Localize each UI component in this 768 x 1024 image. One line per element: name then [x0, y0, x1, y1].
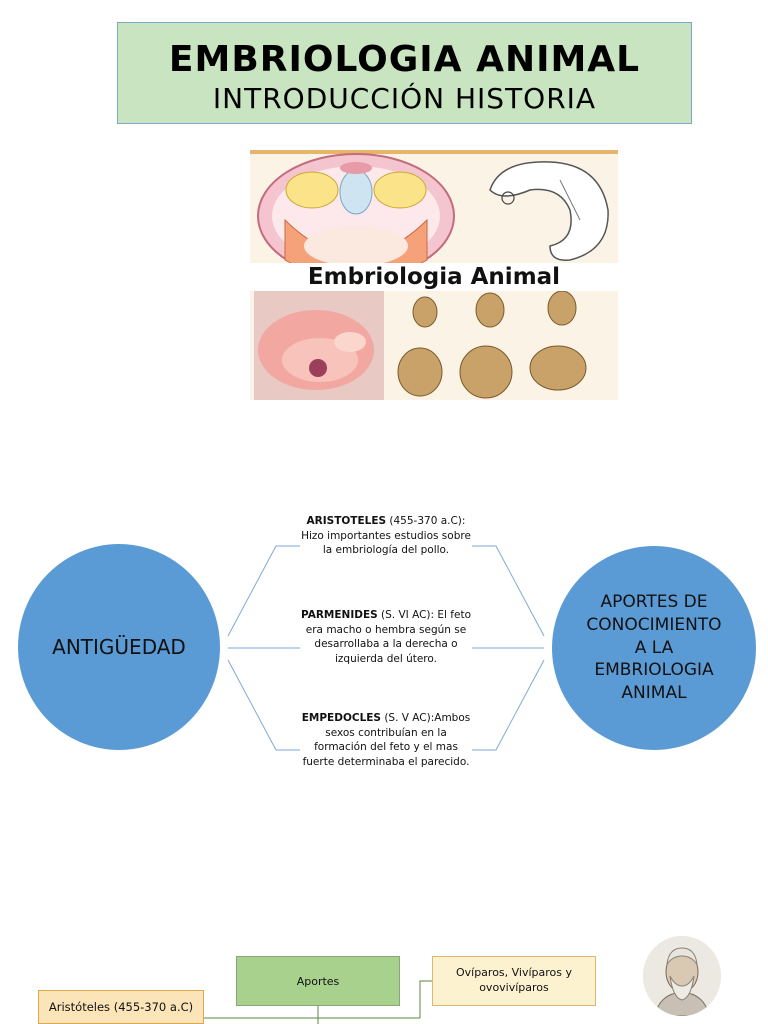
note-aristoteles: ARISTOTELES (455-370 a.C): Hizo importan… [300, 514, 472, 558]
embryology-collage: Embriologia Animal [250, 150, 618, 400]
aristoteles-box: Aristóteles (455-370 a.C) [38, 990, 204, 1024]
note-name: PARMENIDES [300, 609, 378, 621]
note-empedocles: EMPEDOCLES (S. V AC):Ambos sexos contrib… [300, 711, 472, 770]
note-date: (S. VI AC) [377, 609, 431, 621]
note-parmenides: PARMENIDES (S. VI AC): El feto era macho… [300, 608, 472, 667]
note-text: :Ambos sexos contribuían en la formación… [302, 712, 471, 769]
embryo-sketch [489, 161, 609, 261]
note-text: : El feto era macho o hembra según se de… [305, 609, 471, 666]
note-name: EMPEDOCLES [301, 712, 381, 724]
collage-label: Embriologia Animal [250, 263, 618, 291]
note-text: : Hizo importantes estudios sobre la emb… [301, 515, 471, 557]
aportes-label: APORTES DE CONOCIMIENTO A LA EMBRIOLOGIA… [586, 591, 722, 704]
aristotle-bust-icon [643, 936, 721, 1016]
embryo-stages [397, 290, 587, 399]
oviparos-box-label: Ovíparos, Vivíparos y ovovivíparos [455, 966, 573, 994]
cross-section-drawing [257, 153, 455, 281]
antiguedad-node: ANTIGÜEDAD [18, 544, 220, 750]
page-title: EMBRIOLOGIA ANIMAL [168, 39, 641, 80]
note-date: (S. V AC) [381, 712, 431, 724]
oviparos-box: Ovíparos, Vivíparos y ovovivíparos [432, 956, 596, 1006]
title-banner: EMBRIOLOGIA ANIMAL INTRODUCCIÓN HISTORIA [117, 22, 692, 124]
note-date: (455-370 a.C) [386, 515, 462, 527]
antiguedad-label: ANTIGÜEDAD [52, 635, 186, 659]
aportes-box: Aportes [236, 956, 400, 1006]
aristotle-portrait [643, 936, 721, 1016]
aportes-node: APORTES DE CONOCIMIENTO A LA EMBRIOLOGIA… [552, 546, 756, 750]
aportes-box-label: Aportes [296, 974, 340, 988]
note-name: ARISTOTELES [306, 515, 387, 527]
embryo-photo [254, 291, 384, 400]
aristoteles-box-label: Aristóteles (455-370 a.C) [48, 1000, 194, 1014]
page-subtitle: INTRODUCCIÓN HISTORIA [212, 82, 597, 115]
